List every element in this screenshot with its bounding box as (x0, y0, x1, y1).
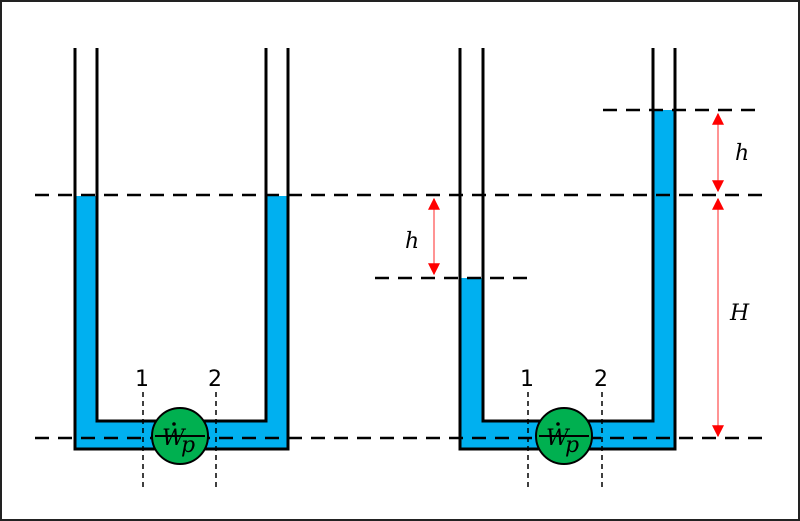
right-pump: W p (535, 407, 593, 465)
left-pump-dot (172, 422, 176, 426)
right-u-tube (458, 48, 677, 451)
left-pump: W p (151, 407, 209, 465)
right-pump-label-sub: p (565, 433, 579, 458)
right-tube-fluid-left-leg (460, 110, 675, 449)
right-h-label: h (735, 141, 749, 166)
left-h-label: h (405, 229, 419, 254)
left-u-tube (73, 48, 290, 451)
right-pump-label-base: W (546, 426, 571, 451)
left-section-2-label: 2 (208, 367, 222, 392)
H-label: H (729, 301, 750, 326)
left-section-1-label: 1 (135, 367, 149, 392)
left-tube-outer-wall (73, 48, 290, 451)
right-pump-dot (556, 422, 560, 426)
left-pump-label-base: W (162, 426, 187, 451)
right-tube-inner-wall (481, 48, 655, 423)
right-section-2-label: 2 (594, 367, 608, 392)
left-tube-inner-wall (95, 48, 268, 423)
right-section-1-label: 1 (520, 367, 534, 392)
left-pump-label-sub: p (181, 433, 195, 458)
right-tube-outer-wall (458, 48, 677, 451)
